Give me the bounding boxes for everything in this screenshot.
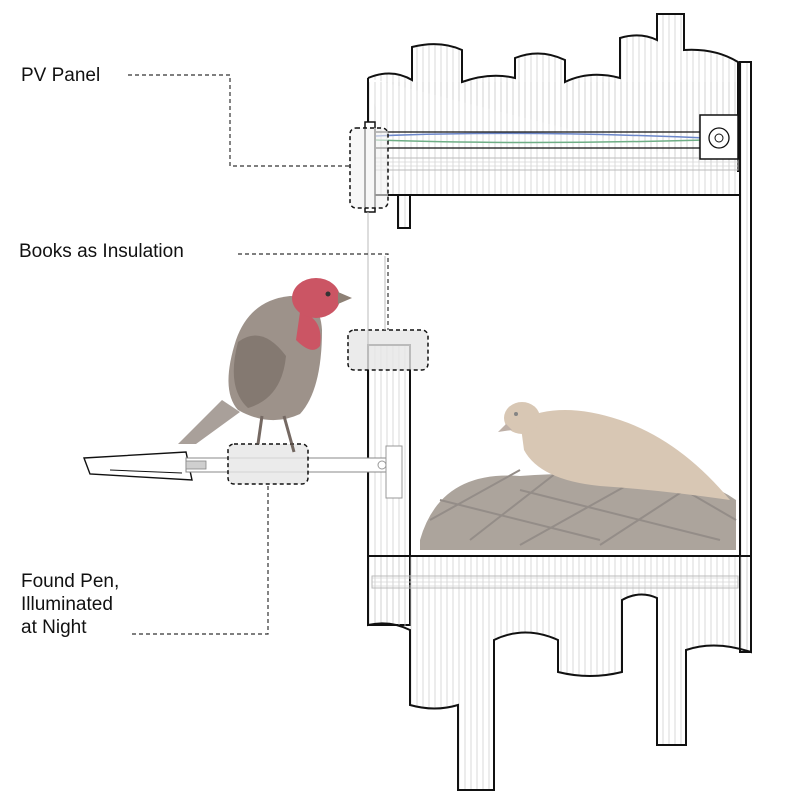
pen-tip bbox=[185, 460, 207, 470]
books-right-column bbox=[739, 61, 752, 653]
pv-assembly bbox=[349, 114, 739, 213]
finch-tail bbox=[178, 400, 240, 444]
leader-lines bbox=[128, 74, 389, 635]
nest-bird-head bbox=[504, 402, 540, 434]
nest-bird-body bbox=[520, 410, 730, 500]
finch-legs bbox=[256, 415, 296, 453]
label-found-pen: Found Pen, Illuminated at Night bbox=[21, 571, 120, 638]
wire-green bbox=[375, 139, 707, 144]
books-callout-box bbox=[347, 329, 429, 371]
nest-illustration bbox=[420, 402, 737, 550]
wire-blue bbox=[375, 132, 707, 139]
finch-breast bbox=[296, 312, 321, 350]
leader-pen bbox=[132, 484, 269, 635]
book-wall bbox=[367, 13, 752, 791]
leader-books bbox=[238, 253, 389, 330]
pen-mount bbox=[385, 445, 403, 499]
pen-light bbox=[377, 460, 387, 470]
finch-illustration bbox=[178, 278, 352, 453]
pen-callout-box bbox=[227, 443, 309, 485]
leader-pv bbox=[128, 74, 350, 167]
wire-tube bbox=[376, 131, 706, 149]
nest-bird-eye bbox=[514, 412, 518, 416]
label-pv-panel: PV Panel bbox=[21, 65, 101, 86]
cable-spool-icon bbox=[708, 127, 730, 149]
finch-head bbox=[292, 278, 340, 318]
pen-illustration bbox=[83, 443, 403, 499]
nest-bird-beak bbox=[498, 424, 512, 432]
books-bottom-section bbox=[367, 555, 752, 791]
spool-housing bbox=[699, 114, 739, 160]
pv-callout-box bbox=[349, 127, 389, 209]
pen-clip bbox=[109, 469, 183, 474]
cable-spool-hub bbox=[714, 133, 724, 143]
pen-cap bbox=[83, 451, 193, 481]
books-top-fill bbox=[368, 82, 738, 194]
finch-eye bbox=[325, 291, 331, 297]
threaded-rod-bottom bbox=[371, 575, 739, 589]
label-books-insulation: Books as Insulation bbox=[19, 241, 184, 262]
threaded-rod-top bbox=[371, 157, 739, 171]
nest-twigs bbox=[429, 469, 737, 546]
finch-wing bbox=[233, 335, 286, 408]
finch-beak bbox=[338, 292, 352, 304]
